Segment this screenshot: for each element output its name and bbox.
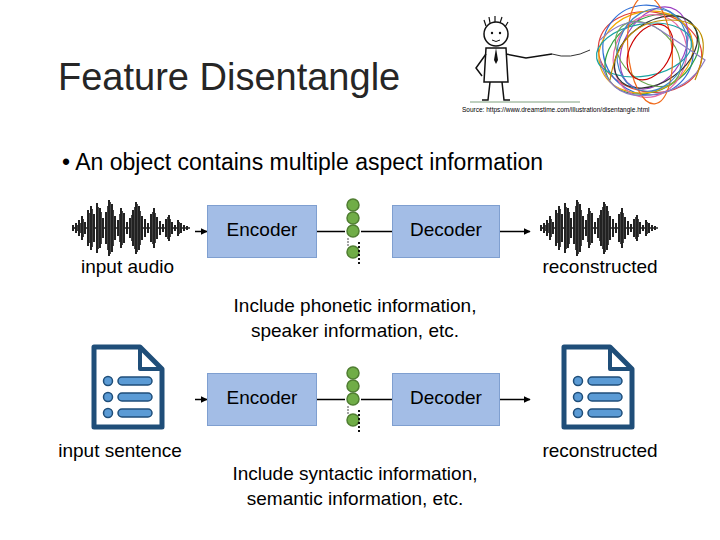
- arrow-connector: [195, 399, 207, 401]
- signal-node: reconstructed: [530, 345, 670, 462]
- source-note: Source: https://www.dreamstime.com/illus…: [462, 106, 720, 114]
- code-vector: [345, 366, 361, 434]
- signal-node: input sentence: [45, 345, 195, 462]
- bullet-point: • An object contains multiple aspect inf…: [62, 148, 662, 178]
- audio-waveform: [72, 198, 190, 258]
- box-label: Encoder: [208, 219, 316, 241]
- signal-label: input sentence: [58, 440, 182, 462]
- process-box: Decoder: [392, 205, 500, 258]
- box-label: Decoder: [393, 387, 499, 409]
- signal-label: reconstructed: [542, 256, 657, 278]
- signal-node: reconstructed: [530, 198, 670, 278]
- slide-title: Feature Disentangle: [58, 56, 400, 99]
- audio-waveform: [540, 198, 658, 258]
- arrow-connector: [500, 399, 530, 401]
- signal-label: reconstructed: [542, 440, 657, 462]
- signal-node: input audio: [60, 198, 195, 278]
- arrow-connector: [500, 231, 530, 233]
- process-box: Decoder: [392, 373, 500, 426]
- description-note: Include phonetic information, speaker in…: [205, 294, 505, 343]
- disentangle-illustration: [460, 0, 720, 108]
- process-box: Encoder: [207, 205, 317, 258]
- arrow-connector: [195, 231, 207, 233]
- box-label: Decoder: [393, 219, 499, 241]
- code-vector: [345, 198, 361, 266]
- document-icon: [88, 343, 168, 431]
- description-note: Include syntactic information, semantic …: [205, 462, 505, 511]
- document-icon: [558, 343, 638, 431]
- process-box: Encoder: [207, 373, 317, 426]
- box-label: Encoder: [208, 387, 316, 409]
- signal-label: input audio: [81, 256, 174, 278]
